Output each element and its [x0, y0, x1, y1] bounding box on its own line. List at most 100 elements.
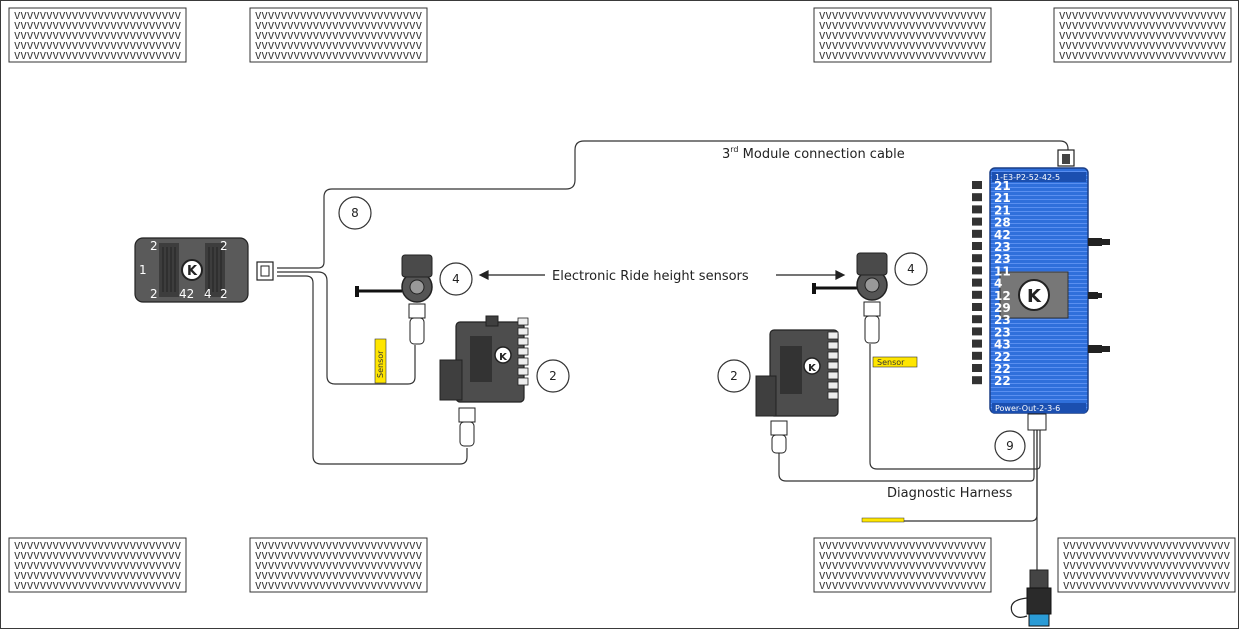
tire-tread-8: VVVVVVVVVVVVVVVVVVVVVVVVVVVVVVVVVVVVVVVV… — [1057, 537, 1236, 593]
svg-text:VVVVVVVVVVVVVVVVVVVVVVVVVV: VVVVVVVVVVVVVVVVVVVVVVVVVV — [1063, 561, 1230, 572]
svg-text:VVVVVVVVVVVVVVVVVVVVVVVVVV: VVVVVVVVVVVVVVVVVVVVVVVVVV — [819, 561, 986, 572]
callout-8: 8 — [338, 196, 372, 230]
module-pin-connector — [972, 290, 982, 299]
module-pin-label: 23 — [994, 252, 1011, 266]
module-pin-connector — [972, 229, 982, 238]
callout-9: 9 — [994, 430, 1026, 462]
svg-text:VVVVVVVVVVVVVVVVVVVVVVVVVV: VVVVVVVVVVVVVVVVVVVVVVVVVV — [14, 571, 181, 582]
svg-text:VVVVVVVVVVVVVVVVVVVVVVVVVV: VVVVVVVVVVVVVVVVVVVVVVVVVV — [819, 551, 986, 562]
right-valve-block: K — [755, 329, 839, 454]
svg-text:VVVVVVVVVVVVVVVVVVVVVVVVVV: VVVVVVVVVVVVVVVVVVVVVVVVVV — [14, 41, 181, 52]
ecu-logo-k: K — [187, 264, 198, 279]
right-valve-cable — [778, 430, 1035, 482]
module-pin-label: 23 — [994, 240, 1011, 254]
svg-text:4: 4 — [204, 287, 212, 301]
svg-text:VVVVVVVVVVVVVVVVVVVVVVVVVV: VVVVVVVVVVVVVVVVVVVVVVVVVV — [1063, 551, 1230, 562]
module-pin-label: 29 — [994, 301, 1011, 315]
svg-text:VVVVVVVVVVVVVVVVVVVVVVVVVV: VVVVVVVVVVVVVVVVVVVVVVVVVV — [255, 571, 422, 582]
module-pin-connector — [972, 254, 982, 263]
expansion-module: 1-E3-P2-52-42-5 K Power-Out-2-3-6 212121… — [972, 149, 1110, 431]
svg-text:VVVVVVVVVVVVVVVVVVVVVVVVVV: VVVVVVVVVVVVVVVVVVVVVVVVVV — [819, 11, 986, 22]
module-pin-label: 43 — [994, 338, 1011, 352]
module-pin-label: 42 — [994, 228, 1011, 242]
module-pin-connector — [972, 217, 982, 226]
tire-tread-2: VVVVVVVVVVVVVVVVVVVVVVVVVVVVVVVVVVVVVVVV… — [249, 7, 428, 63]
svg-text:VVVVVVVVVVVVVVVVVVVVVVVVVV: VVVVVVVVVVVVVVVVVVVVVVVVVV — [255, 21, 422, 32]
module-pin-label: 21 — [994, 203, 1011, 217]
left-sensor-tag: Sensor — [374, 338, 387, 384]
svg-text:2: 2 — [150, 287, 158, 301]
svg-text:2: 2 — [220, 287, 228, 301]
callout-2-right: 2 — [717, 359, 751, 393]
svg-text:Sensor: Sensor — [877, 358, 905, 367]
svg-text:VVVVVVVVVVVVVVVVVVVVVVVVVV: VVVVVVVVVVVVVVVVVVVVVVVVVV — [255, 11, 422, 22]
tire-tread-1: VVVVVVVVVVVVVVVVVVVVVVVVVVVVVVVVVVVVVVVV… — [8, 7, 187, 63]
svg-text:1-E3-P2-52-42-5: 1-E3-P2-52-42-5 — [995, 173, 1060, 182]
svg-text:VVVVVVVVVVVVVVVVVVVVVVVVVV: VVVVVVVVVVVVVVVVVVVVVVVVVV — [255, 541, 422, 552]
left-sensor-cable — [277, 271, 416, 385]
callout-4-right: 4 — [894, 252, 928, 286]
svg-text:VVVVVVVVVVVVVVVVVVVVVVVVVV: VVVVVVVVVVVVVVVVVVVVVVVVVV — [1063, 541, 1230, 552]
svg-text:VVVVVVVVVVVVVVVVVVVVVVVVVV: VVVVVVVVVVVVVVVVVVVVVVVVVV — [255, 31, 422, 42]
svg-text:VVVVVVVVVVVVVVVVVVVVVVVVVV: VVVVVVVVVVVVVVVVVVVVVVVVVV — [1063, 571, 1230, 582]
module-pin-connector — [972, 205, 982, 214]
svg-text:VVVVVVVVVVVVVVVVVVVVVVVVVV: VVVVVVVVVVVVVVVVVVVVVVVVVV — [255, 51, 422, 62]
svg-text:8: 8 — [351, 206, 359, 220]
ride-height-label: Electronic Ride height sensors — [552, 269, 749, 284]
module-pin-label: 22 — [994, 362, 1011, 376]
module-pin-connector — [972, 351, 982, 360]
svg-text:VVVVVVVVVVVVVVVVVVVVVVVVVV: VVVVVVVVVVVVVVVVVVVVVVVVVV — [819, 21, 986, 32]
module-pin-connector — [972, 266, 982, 275]
module-pin-connector — [972, 278, 982, 287]
left-ride-height-sensor — [355, 254, 433, 345]
svg-text:1: 1 — [139, 263, 147, 277]
svg-text:VVVVVVVVVVVVVVVVVVVVVVVVVV: VVVVVVVVVVVVVVVVVVVVVVVVVV — [255, 551, 422, 562]
svg-text:VVVVVVVVVVVVVVVVVVVVVVVVVV: VVVVVVVVVVVVVVVVVVVVVVVVVV — [14, 51, 181, 62]
module-pin-label: 12 — [994, 289, 1011, 303]
svg-text:VVVVVVVVVVVVVVVVVVVVVVVVVV: VVVVVVVVVVVVVVVVVVVVVVVVVV — [14, 11, 181, 22]
svg-text:2: 2 — [220, 239, 228, 253]
svg-text:VVVVVVVVVVVVVVVVVVVVVVVVVV: VVVVVVVVVVVVVVVVVVVVVVVVVV — [819, 541, 986, 552]
module-pin-connector — [972, 315, 982, 324]
cables — [277, 140, 1069, 570]
module-pin-label: 23 — [994, 313, 1011, 327]
module-pin-label: 11 — [994, 264, 1011, 278]
module-pin-connector — [972, 364, 982, 372]
svg-text:VVVVVVVVVVVVVVVVVVVVVVVVVV: VVVVVVVVVVVVVVVVVVVVVVVVVV — [1059, 31, 1226, 42]
callout-2-left: 2 — [536, 359, 570, 393]
module-pin-label: 23 — [994, 325, 1011, 339]
svg-text:2: 2 — [549, 369, 557, 383]
tire-tread-3: VVVVVVVVVVVVVVVVVVVVVVVVVVVVVVVVVVVVVVVV… — [813, 7, 992, 63]
svg-text:VVVVVVVVVVVVVVVVVVVVVVVVVV: VVVVVVVVVVVVVVVVVVVVVVVVVV — [819, 571, 986, 582]
tire-tread-7: VVVVVVVVVVVVVVVVVVVVVVVVVVVVVVVVVVVVVVVV… — [813, 537, 992, 593]
svg-text:VVVVVVVVVVVVVVVVVVVVVVVVVV: VVVVVVVVVVVVVVVVVVVVVVVVVV — [819, 41, 986, 52]
module-pin-connector — [972, 242, 982, 250]
tire-tread-4: VVVVVVVVVVVVVVVVVVVVVVVVVVVVVVVVVVVVVVVV… — [1053, 7, 1232, 63]
svg-text:VVVVVVVVVVVVVVVVVVVVVVVVVV: VVVVVVVVVVVVVVVVVVVVVVVVVV — [14, 541, 181, 552]
tire-group: VVVVVVVVVVVVVVVVVVVVVVVVVVVVVVVVVVVVVVVV… — [8, 7, 1236, 593]
svg-text:VVVVVVVVVVVVVVVVVVVVVVVVVV: VVVVVVVVVVVVVVVVVVVVVVVVVV — [1059, 21, 1226, 32]
svg-text:VVVVVVVVVVVVVVVVVVVVVVVVVV: VVVVVVVVVVVVVVVVVVVVVVVVVV — [14, 561, 181, 572]
svg-text:K: K — [499, 352, 508, 363]
svg-text:9: 9 — [1006, 439, 1014, 453]
tire-tread-5: VVVVVVVVVVVVVVVVVVVVVVVVVVVVVVVVVVVVVVVV… — [8, 537, 187, 593]
svg-text:K: K — [808, 363, 817, 374]
module-pin-connector — [972, 303, 982, 311]
module-pin-connector — [972, 339, 982, 348]
module-pin-label: 28 — [994, 216, 1011, 230]
svg-text:VVVVVVVVVVVVVVVVVVVVVVVVVV: VVVVVVVVVVVVVVVVVVVVVVVVVV — [1063, 581, 1230, 592]
right-sensor-tag: Sensor — [872, 356, 918, 368]
module-pin-label: 4 — [994, 277, 1002, 291]
svg-text:VVVVVVVVVVVVVVVVVVVVVVVVVV: VVVVVVVVVVVVVVVVVVVVVVVVVV — [14, 551, 181, 562]
left-valve-cable — [277, 275, 468, 465]
module-pin-connector — [972, 376, 982, 385]
callout-4-left: 4 — [439, 262, 473, 296]
svg-text:K: K — [1027, 286, 1042, 307]
diagnostic-connector — [1010, 569, 1052, 627]
svg-text:VVVVVVVVVVVVVVVVVVVVVVVVVV: VVVVVVVVVVVVVVVVVVVVVVVVVV — [255, 581, 422, 592]
svg-text:VVVVVVVVVVVVVVVVVVVVVVVVVV: VVVVVVVVVVVVVVVVVVVVVVVVVV — [819, 31, 986, 42]
right-sensor-cable — [869, 344, 1041, 470]
module-pin-label: 22 — [994, 350, 1011, 364]
